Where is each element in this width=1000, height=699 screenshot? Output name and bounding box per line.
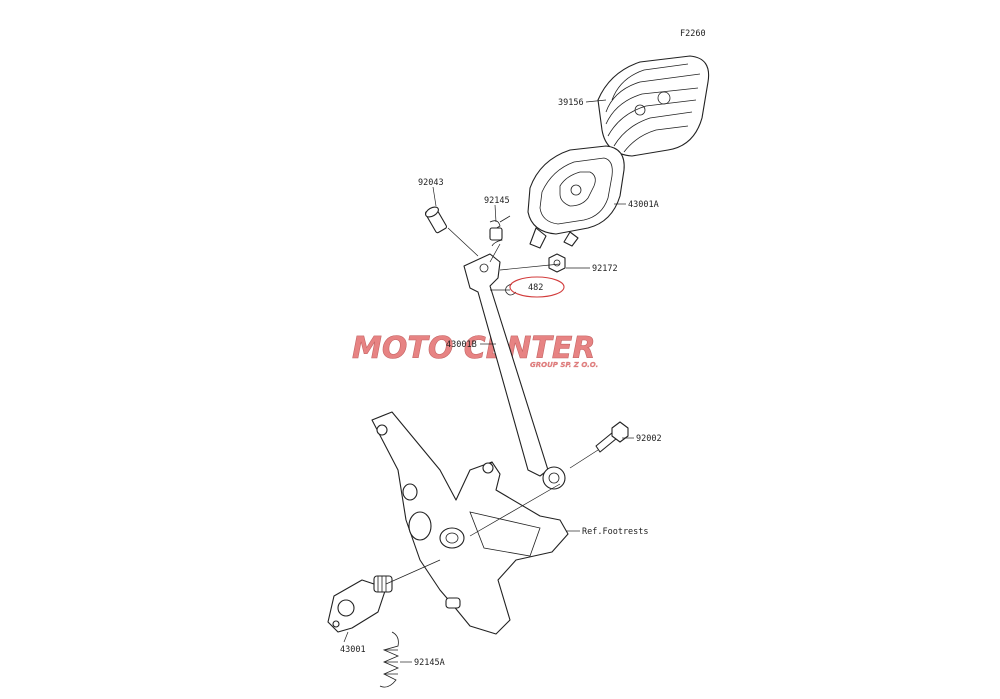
bolt-part[interactable]	[595, 421, 629, 453]
label-43001b: 43001B	[446, 340, 477, 350]
pedal-arm-part[interactable]	[463, 253, 566, 490]
return-spring-part[interactable]	[379, 631, 400, 688]
label-43001a: 43001A	[628, 200, 659, 210]
label-482: 482	[528, 283, 543, 293]
pin-part[interactable]	[424, 205, 448, 234]
pedal-pad-part[interactable]	[597, 55, 710, 157]
label-92043: 92043	[418, 178, 444, 188]
label-39156: 39156	[558, 98, 584, 108]
nut-part[interactable]	[548, 253, 566, 273]
watermark-subtext: GROUP SP. Z O.O.	[530, 361, 598, 369]
label-ref-footrests: Ref.Footrests	[582, 527, 649, 537]
label-92145a: 92145A	[414, 658, 445, 668]
spring-part[interactable]	[489, 215, 511, 247]
label-92172: 92172	[592, 264, 618, 274]
part-labels: 39156 43001A 92043 92145 92172 482 43001…	[340, 98, 662, 668]
clip-part[interactable]	[505, 276, 565, 298]
pedal-head-part[interactable]	[527, 145, 625, 249]
label-92145: 92145	[484, 196, 510, 206]
diagram-code: F2260	[680, 29, 706, 39]
footrest-bracket-part[interactable]	[371, 411, 569, 635]
highlight-ring	[509, 276, 565, 298]
watermark-text: MOTO CENTER	[352, 331, 595, 366]
assembly-lines	[385, 227, 599, 585]
label-92002: 92002	[636, 434, 662, 444]
label-43001: 43001	[340, 645, 366, 655]
pivot-lever-part[interactable]	[327, 575, 393, 633]
watermark: MOTO CENTER GROUP SP. Z O.O.	[352, 331, 599, 369]
leader-lines	[343, 99, 634, 663]
